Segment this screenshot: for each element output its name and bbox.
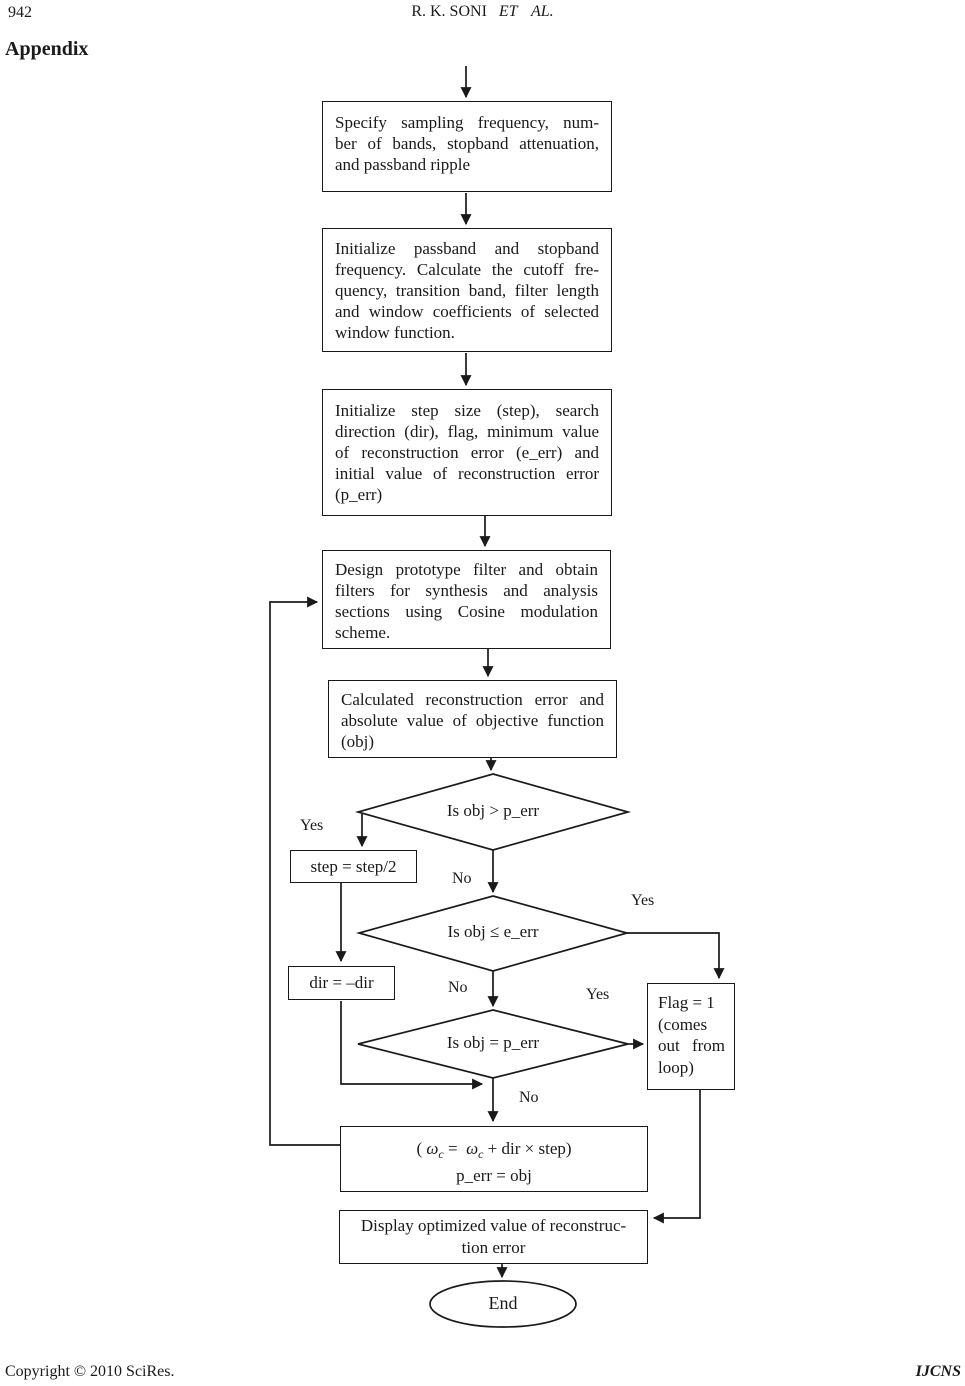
decision2-label: Is obj ≤ e_err xyxy=(447,922,539,941)
path-dirbox-merge xyxy=(340,1001,484,1090)
calc-error-line: (obj) xyxy=(341,732,375,751)
init-frequency-line: quency, transition band, filter length xyxy=(335,281,599,300)
footer-copyright: Copyright © 2010 SciRes. xyxy=(5,1363,175,1380)
flag-box-line: loop) xyxy=(658,1057,694,1077)
flag-box: Flag = 1 (comes out from loop) xyxy=(647,983,735,1090)
design-filter-line: sections using Cosine modulation xyxy=(335,602,598,621)
omega-subscript: c xyxy=(478,1147,484,1161)
end-label: End xyxy=(488,1293,518,1313)
decision3-label: Is obj = p_err xyxy=(446,1033,540,1052)
init-frequency-line: and window coefficients of selected xyxy=(335,302,599,321)
dir-negate-box: dir = –dir xyxy=(288,966,395,1000)
path-flag-to-display xyxy=(652,1090,701,1224)
init-step-line: direction (dir), flag, minimum value xyxy=(335,422,599,441)
flag-box-line: Flag = 1 xyxy=(658,993,715,1012)
decision2-yes-label: Yes xyxy=(631,892,655,909)
running-head: R. K. SONI ET AL. xyxy=(0,3,965,21)
decision1-yes-label: Yes xyxy=(300,817,324,834)
decision3-no-label: No xyxy=(519,1089,539,1106)
path-feedback-loop xyxy=(269,596,340,1146)
decision1-no-label: No xyxy=(452,870,472,887)
calc-error-line: absolute value of objective function xyxy=(341,711,604,730)
footer-journal: IJCNS xyxy=(915,1363,961,1380)
running-head-author: R. K. SONI xyxy=(411,3,487,20)
design-filter-box: Design prototype filter and obtain filte… xyxy=(322,550,611,649)
omega-symbol: ω xyxy=(466,1139,479,1158)
init-frequency-line: window function. xyxy=(335,323,455,342)
path-decision2-yes-to-flag xyxy=(627,932,725,980)
calc-error-line: Calculated reconstruction error and xyxy=(341,690,604,709)
step-halve-box: step = step/2 xyxy=(290,850,417,883)
formula-open: ( xyxy=(416,1139,427,1158)
design-filter-line: Design prototype filter and obtain xyxy=(335,560,598,579)
init-step-line: Initialize step size (step), search xyxy=(335,401,599,420)
decision1-label: Is obj > p_err xyxy=(446,801,540,820)
section-title: Appendix xyxy=(5,38,89,60)
init-frequency-box: Initialize passband and stopband frequen… xyxy=(322,228,612,352)
init-step-line: (p_err) xyxy=(335,485,383,504)
calc-error-box: Calculated reconstruction error and abso… xyxy=(328,680,617,758)
init-frequency-line: frequency. Calculate the cutoff fre- xyxy=(335,260,599,279)
display-result-line: tion error xyxy=(461,1238,526,1257)
flag-box-line: out from xyxy=(658,1036,725,1055)
init-step-line: initial value of reconstruction error xyxy=(335,464,599,483)
omega-subscript: c xyxy=(438,1147,444,1161)
init-frequency-line: Initialize passband and stopband xyxy=(335,239,599,258)
specify-box: Specify sampling frequency, num- ber of … xyxy=(322,101,612,192)
specify-box-line: and passband ripple xyxy=(335,155,471,174)
perr-assign-line: p_err = obj xyxy=(456,1166,532,1185)
display-result-line: Display optimized value of reconstruc- xyxy=(360,1216,627,1235)
specify-box-line: Specify sampling frequency, num- xyxy=(335,113,599,132)
design-filter-line: filters for synthesis and analysis xyxy=(335,581,598,600)
running-head-etal: ET AL. xyxy=(498,3,554,20)
display-result-box: Display optimized value of reconstruc- t… xyxy=(339,1210,648,1264)
decision2-no-label: No xyxy=(448,979,468,996)
design-filter-line: scheme. xyxy=(335,623,391,642)
formula-equals: = xyxy=(443,1139,467,1158)
omega-update-formula: ( ωc = ωc + dir × step) xyxy=(341,1136,647,1163)
omega-update-box: ( ωc = ωc + dir × step) p_err = obj xyxy=(340,1126,648,1192)
end-terminator xyxy=(429,1280,577,1328)
omega-symbol: ω xyxy=(426,1139,439,1158)
init-step-line: of reconstruction error (e_err) and xyxy=(335,443,599,462)
page-number: 942 xyxy=(8,4,32,21)
specify-box-line: ber of bands, stopband attenuation, xyxy=(335,134,599,153)
flag-box-line: (comes xyxy=(658,1014,708,1034)
decision3-yes-label: Yes xyxy=(586,986,610,1003)
init-step-box: Initialize step size (step), search dire… xyxy=(322,389,612,516)
formula-rest: + dir × step) xyxy=(483,1139,572,1158)
